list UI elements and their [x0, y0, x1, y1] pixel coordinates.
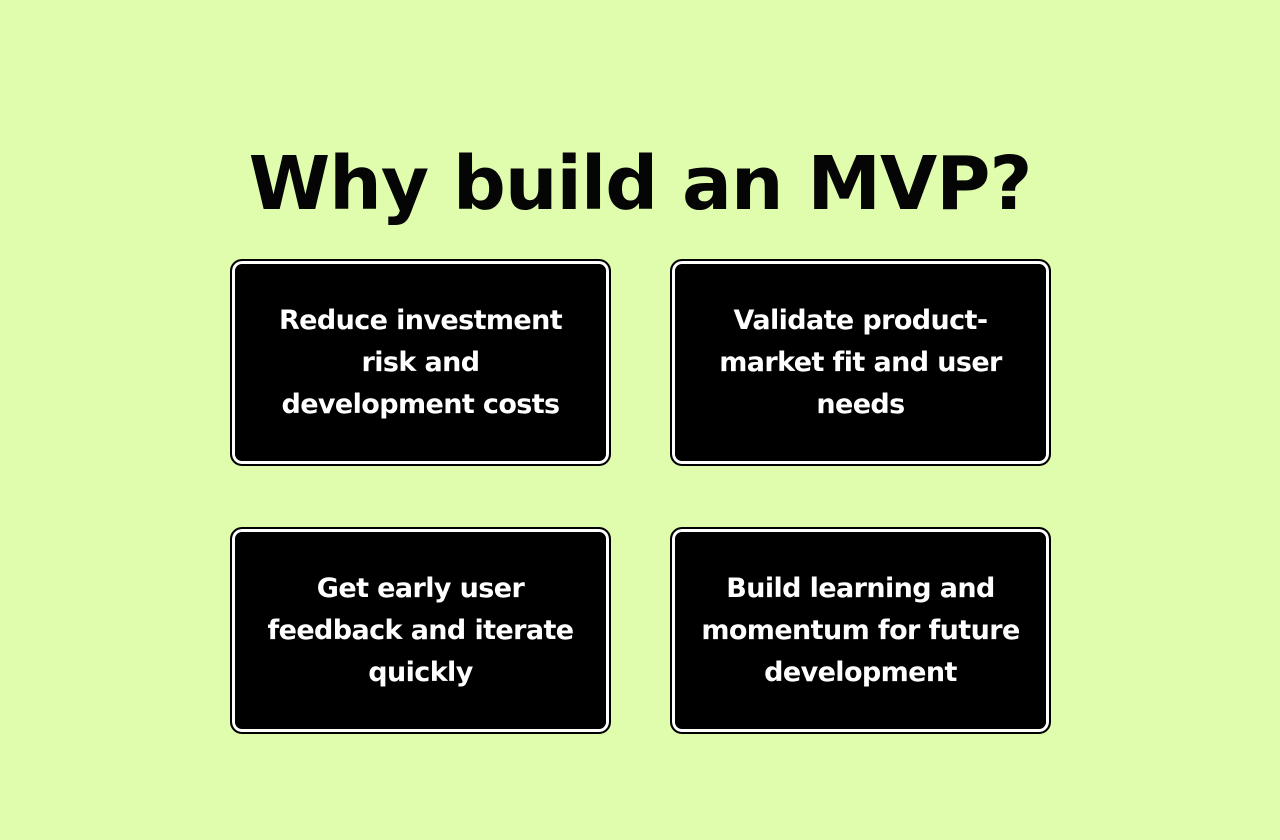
benefit-card-text: Reduce investment risk and development c… [278, 304, 563, 420]
benefit-card-build-momentum: Build learning and momentum for future d… [670, 527, 1051, 734]
benefit-card-validate-fit: Validate product-market fit and user nee… [670, 259, 1051, 466]
benefit-card-early-feedback: Get early user feedback and iterate quic… [230, 527, 611, 734]
benefit-card-text: Validate product-market fit and user nee… [719, 304, 1002, 420]
benefit-card-text: Get early user feedback and iterate quic… [267, 572, 574, 688]
benefit-card-text: Build learning and momentum for future d… [701, 572, 1020, 688]
page-title: Why build an MVP? [248, 140, 1033, 227]
benefit-card-reduce-risk: Reduce investment risk and development c… [230, 259, 611, 466]
